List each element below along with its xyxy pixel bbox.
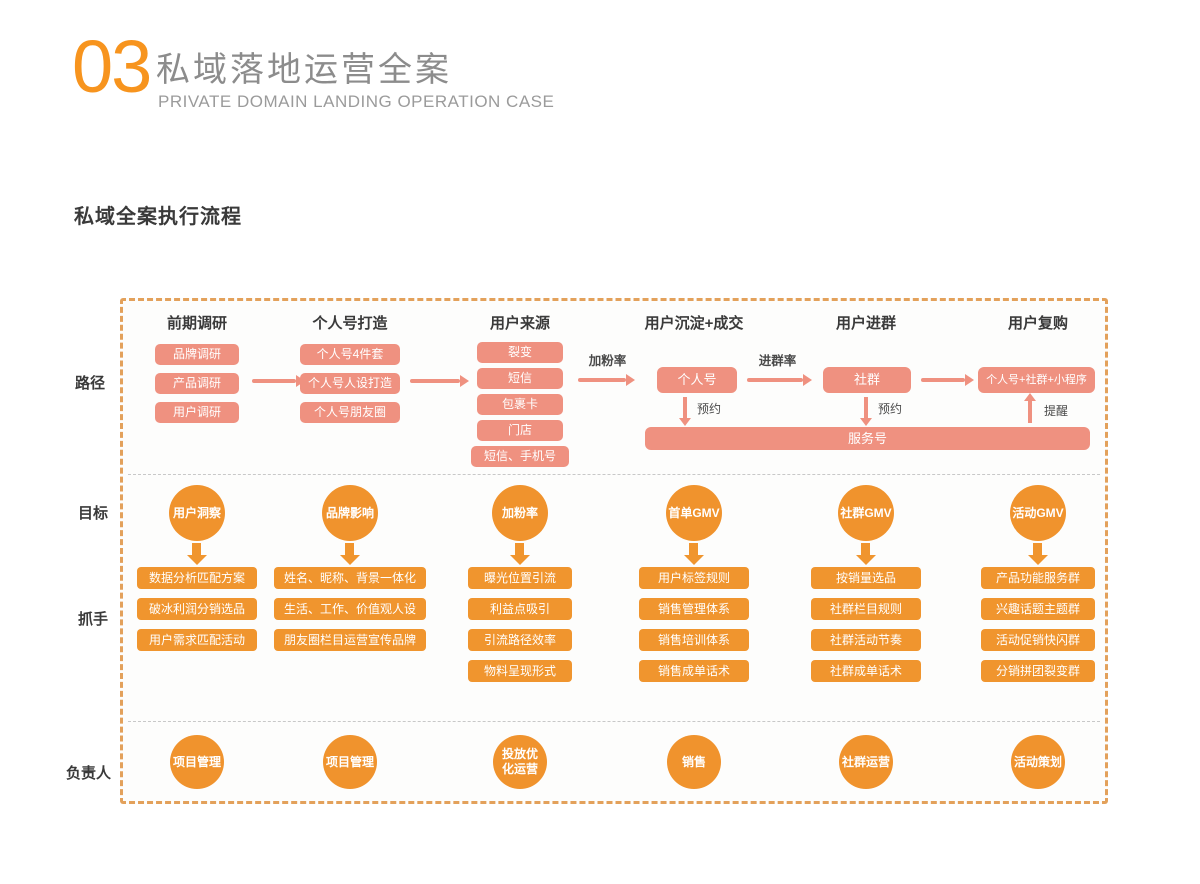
section-number: 03 xyxy=(72,25,152,108)
row-label-grip: 抓手 xyxy=(78,611,109,628)
node-community: 社群 xyxy=(823,367,911,393)
grip-box: 利益点吸引 xyxy=(468,598,572,620)
goal-arrow-down-icon xyxy=(861,543,870,555)
owner-circle: 项目管理 xyxy=(170,735,224,789)
grip-box: 朋友圈栏目运营宣传品牌 xyxy=(274,629,426,651)
grip-box: 社群栏目规则 xyxy=(811,598,921,620)
grip-box: 用户标签规则 xyxy=(639,567,749,589)
goal-arrow-down-icon xyxy=(192,543,201,555)
path-box: 个人号人设打造 xyxy=(300,373,400,394)
arrow-label-reserve: 预约 xyxy=(697,402,722,416)
goal-circle: 用户洞察 xyxy=(169,485,225,541)
grip-box: 销售培训体系 xyxy=(639,629,749,651)
grip-box: 生活、工作、价值观人设 xyxy=(274,598,426,620)
arrow-label-reserve: 预约 xyxy=(878,402,903,416)
grip-box: 物料呈现形式 xyxy=(468,660,572,682)
flow-arrow-right-icon xyxy=(747,378,803,382)
column-header-user-repurchase: 用户复购 xyxy=(1007,315,1068,332)
goal-arrow-down-icon xyxy=(515,543,524,555)
grip-box: 引流路径效率 xyxy=(468,629,572,651)
path-box: 品牌调研 xyxy=(155,344,239,365)
column-header-user-source: 用户来源 xyxy=(489,315,550,332)
path-box: 短信、手机号 xyxy=(471,446,569,467)
column-header-user-retention: 用户沉淀+成交 xyxy=(644,315,744,332)
flow-arrow-down-icon xyxy=(864,397,868,418)
goal-circle: 品牌影响 xyxy=(322,485,378,541)
owner-circle: 销售 xyxy=(667,735,721,789)
owner-circle-label: 投放优化运营 xyxy=(501,747,538,776)
flow-arrow-right-icon xyxy=(410,379,460,383)
goal-arrow-down-icon xyxy=(689,543,698,555)
row-label-path: 路径 xyxy=(75,375,106,392)
arrow-label-group-rate: 进群率 xyxy=(758,354,797,368)
flow-arrow-right-icon xyxy=(921,378,965,382)
flow-arrow-right-icon xyxy=(578,378,626,382)
path-box: 短信 xyxy=(477,368,563,389)
grip-box: 产品功能服务群 xyxy=(981,567,1095,589)
flow-arrow-right-icon xyxy=(252,379,296,383)
path-box: 产品调研 xyxy=(155,373,239,394)
column-header-research: 前期调研 xyxy=(166,315,227,332)
grip-box: 活动促销快闪群 xyxy=(981,629,1095,651)
page-subtitle: PRIVATE DOMAIN LANDING OPERATION CASE xyxy=(158,92,555,111)
row-divider xyxy=(128,721,1100,722)
node-personal-account: 个人号 xyxy=(657,367,737,393)
goal-circle: 活动GMV xyxy=(1010,485,1066,541)
page-title: 私域落地运营全案 xyxy=(156,51,452,89)
flow-arrow-down-icon xyxy=(683,397,687,418)
path-box: 门店 xyxy=(477,420,563,441)
row-label-goal: 目标 xyxy=(78,505,109,522)
grip-box: 销售成单话术 xyxy=(639,660,749,682)
column-header-personal-account: 个人号打造 xyxy=(312,315,388,332)
grip-box: 数据分析匹配方案 xyxy=(137,567,257,589)
row-divider xyxy=(128,474,1100,475)
goal-circle: 加粉率 xyxy=(492,485,548,541)
goal-circle: 社群GMV xyxy=(838,485,894,541)
owner-circle: 社群运营 xyxy=(839,735,893,789)
grip-box: 兴趣话题主题群 xyxy=(981,598,1095,620)
arrow-label-remind: 提醒 xyxy=(1044,404,1069,418)
row-label-owner: 负责人 xyxy=(66,765,112,782)
path-box: 包裹卡 xyxy=(477,394,563,415)
node-combo: 个人号+社群+小程序 xyxy=(978,367,1095,393)
grip-box: 用户需求匹配活动 xyxy=(137,629,257,651)
grip-box: 社群活动节奏 xyxy=(811,629,921,651)
owner-circle: 投放优化运营 xyxy=(493,735,547,789)
path-box: 裂变 xyxy=(477,342,563,363)
flow-diagram-frame xyxy=(120,298,1108,804)
column-header-user-group: 用户进群 xyxy=(835,315,896,332)
grip-box: 社群成单话术 xyxy=(811,660,921,682)
path-box: 个人号朋友圈 xyxy=(300,402,400,423)
grip-box: 分销拼团裂变群 xyxy=(981,660,1095,682)
goal-arrow-down-icon xyxy=(1033,543,1042,555)
arrow-label-fans-rate: 加粉率 xyxy=(588,354,627,368)
grip-box: 按销量选品 xyxy=(811,567,921,589)
goal-circle: 首单GMV xyxy=(666,485,722,541)
flow-arrow-up-icon xyxy=(1028,401,1032,423)
grip-box: 破冰利润分销选品 xyxy=(137,598,257,620)
goal-arrow-down-icon xyxy=(345,543,354,555)
grip-box: 姓名、昵称、背景一体化 xyxy=(274,567,426,589)
service-account-bar: 服务号 xyxy=(645,427,1090,450)
grip-box: 曝光位置引流 xyxy=(468,567,572,589)
path-box: 用户调研 xyxy=(155,402,239,423)
grip-box: 销售管理体系 xyxy=(639,598,749,620)
path-box: 个人号4件套 xyxy=(300,344,400,365)
section-heading: 私域全案执行流程 xyxy=(74,206,242,228)
owner-circle: 项目管理 xyxy=(323,735,377,789)
owner-circle: 活动策划 xyxy=(1011,735,1065,789)
